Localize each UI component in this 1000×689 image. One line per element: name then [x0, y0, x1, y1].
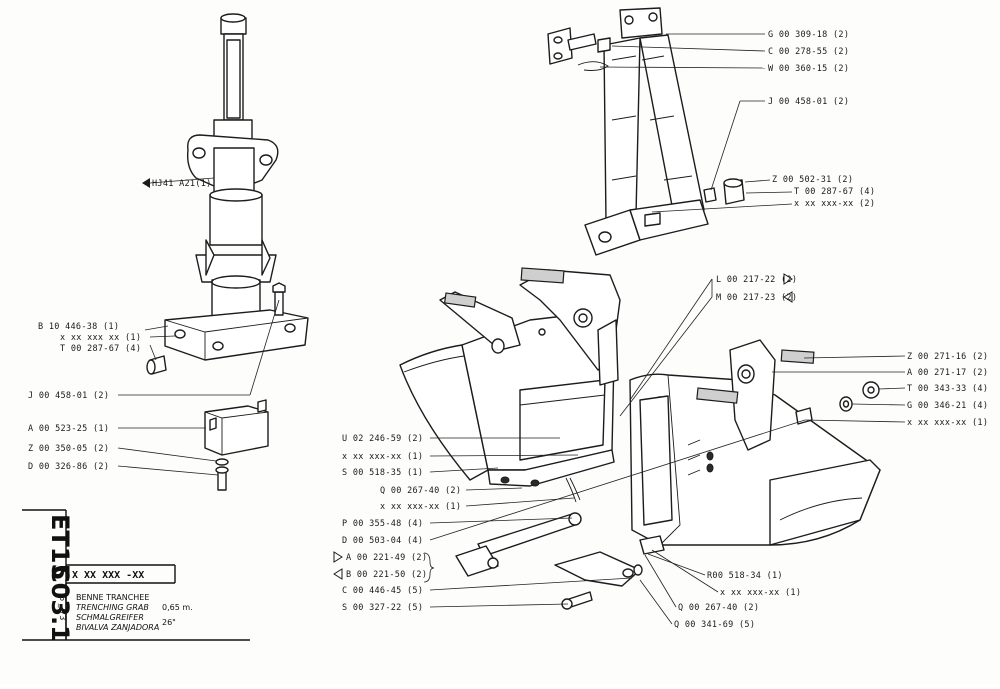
arrow-left-icon: [142, 178, 150, 188]
part-callout: G 00 309-18 (2): [768, 30, 849, 40]
drawing-date: 6 _ 73: [58, 596, 67, 620]
title-german: SCHMALGREIFER: [76, 613, 144, 622]
part-callout: x xx xxx-xx (1): [907, 418, 988, 428]
swivel-column-assembly: [146, 13, 309, 491]
part-callout: HJ41 A21(1): [152, 179, 212, 189]
arrow-right-icon: [783, 273, 793, 285]
title-english: TRENCHING GRAB: [76, 603, 149, 612]
arrow-left-icon: [333, 568, 343, 580]
part-callout: R00 518-34 (1): [707, 571, 783, 581]
right-half-shell-assembly: [629, 339, 881, 555]
drawing-code-2: C03.1: [46, 565, 74, 642]
callout-labels: HJ41 A21(1) B 10 446-38 (1) x xx xxx xx …: [28, 30, 988, 630]
part-callout: P 00 355-48 (4): [342, 519, 423, 529]
part-callout: Q 00 341-69 (5): [674, 620, 755, 630]
part-callout: G 00 346-21 (4): [907, 401, 988, 411]
hanger-frame-assembly: [547, 7, 745, 256]
part-callout: x xx xxx xx (1): [60, 333, 141, 343]
part-callout: A 00 221-49 (2): [346, 553, 427, 563]
part-callout: U 02 246-59 (2): [342, 434, 423, 444]
part-callout: M 00 217-23 (2): [716, 293, 797, 303]
part-callout: D 00 503-04 (4): [342, 536, 423, 546]
title-french: BENNE TRANCHEE: [76, 593, 149, 602]
part-callout: Z 00 502-31 (2): [772, 175, 853, 185]
part-callout: Q 00 267-40 (2): [678, 603, 759, 613]
part-callout: B 00 221-50 (2): [346, 570, 427, 580]
part-callout: x xx xxx-xx (1): [380, 502, 461, 512]
capacity-metric: 0,65 m.: [162, 603, 193, 612]
part-callout: B 10 446-38 (1): [38, 322, 119, 332]
direction-arrows: [142, 178, 793, 580]
part-callout: L 00 217-22 (2): [716, 275, 797, 285]
arrow-left-icon: [783, 291, 793, 303]
part-callout: C 00 278-55 (2): [768, 47, 849, 57]
part-callout: x xx xxx-xx (1): [342, 452, 423, 462]
reference-number: X XX XXX -XX: [72, 570, 144, 581]
part-callout: J 00 458-01 (2): [28, 391, 109, 401]
part-callout: W 00 360-15 (2): [768, 64, 849, 74]
title-spanish: BIVALVA ZANJADORA: [76, 623, 159, 632]
part-callout: D 00 326-86 (2): [28, 462, 109, 472]
title-block: ET15 C03.1 6 _ 73 X XX XXX -XX BENNE TRA…: [22, 509, 250, 642]
part-callout: A 00 271-17 (2): [907, 368, 988, 378]
part-callout: T 00 287-67 (4): [794, 187, 875, 197]
capacity-imperial: 26": [162, 618, 176, 627]
part-callout: Q 00 267-40 (2): [380, 486, 461, 496]
arrow-right-icon: [333, 551, 343, 563]
part-callout: Z 00 271-16 (2): [907, 352, 988, 362]
drawing-code-1: ET15: [46, 514, 74, 580]
leader-lines: [117, 33, 906, 625]
part-callout: x xx xxx-xx (2): [794, 199, 875, 209]
part-callout: A 00 523-25 (1): [28, 424, 109, 434]
part-callout: S 00 518-35 (1): [342, 468, 423, 478]
left-half-shell-assembly: [399, 267, 643, 610]
part-callout: Z 00 350-05 (2): [28, 444, 109, 454]
part-callout: C 00 446-45 (5): [342, 586, 423, 596]
part-callout: T 00 343-33 (4): [907, 384, 988, 394]
part-callout: T 00 287-67 (4): [60, 344, 141, 354]
part-callout: x xx xxx-xx (1): [720, 588, 801, 598]
part-callout: S 00 327-22 (5): [342, 603, 423, 613]
part-callout: J 00 458-01 (2): [768, 97, 849, 107]
